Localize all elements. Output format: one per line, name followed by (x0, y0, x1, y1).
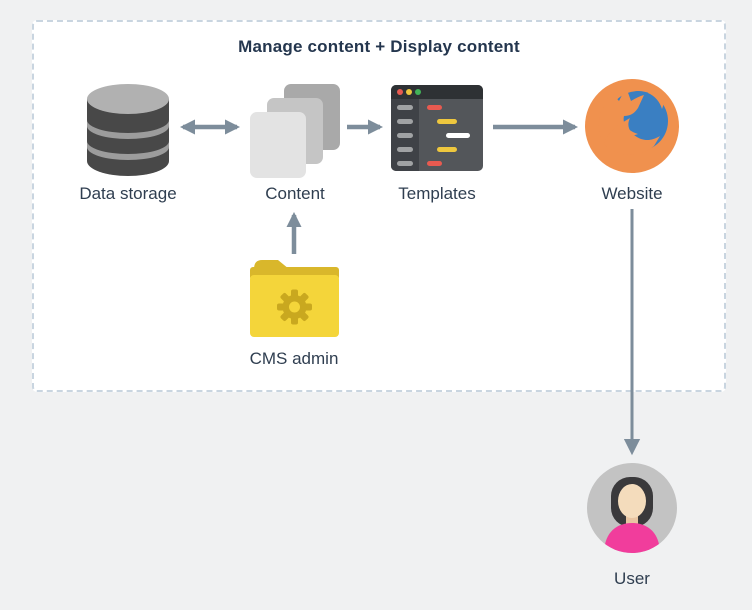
node-label-data-storage: Data storage (79, 184, 177, 203)
diagram-title: Manage content + Display content (238, 37, 520, 56)
node-label-content: Content (265, 184, 325, 203)
node-data-storage: Data storage (43, 84, 213, 204)
node-website: Website (547, 78, 717, 204)
node-cms-admin: CMS admin (209, 257, 379, 369)
person-avatar-icon (587, 463, 677, 553)
manage-display-boundary (32, 20, 726, 392)
folder-gear-icon (249, 260, 339, 337)
stacked-pages-icon (250, 84, 340, 178)
node-content: Content (210, 84, 380, 204)
gear-icon (276, 289, 312, 325)
node-label-user: User (614, 569, 650, 588)
code-editor-icon (391, 85, 483, 171)
node-label-cms-admin: CMS admin (249, 349, 339, 368)
node-templates: Templates (352, 85, 522, 204)
node-label-website: Website (601, 184, 663, 203)
firefox-browser-icon (585, 79, 679, 173)
database-icon (87, 84, 169, 176)
node-label-templates: Templates (398, 184, 476, 203)
node-user: User (547, 462, 717, 589)
